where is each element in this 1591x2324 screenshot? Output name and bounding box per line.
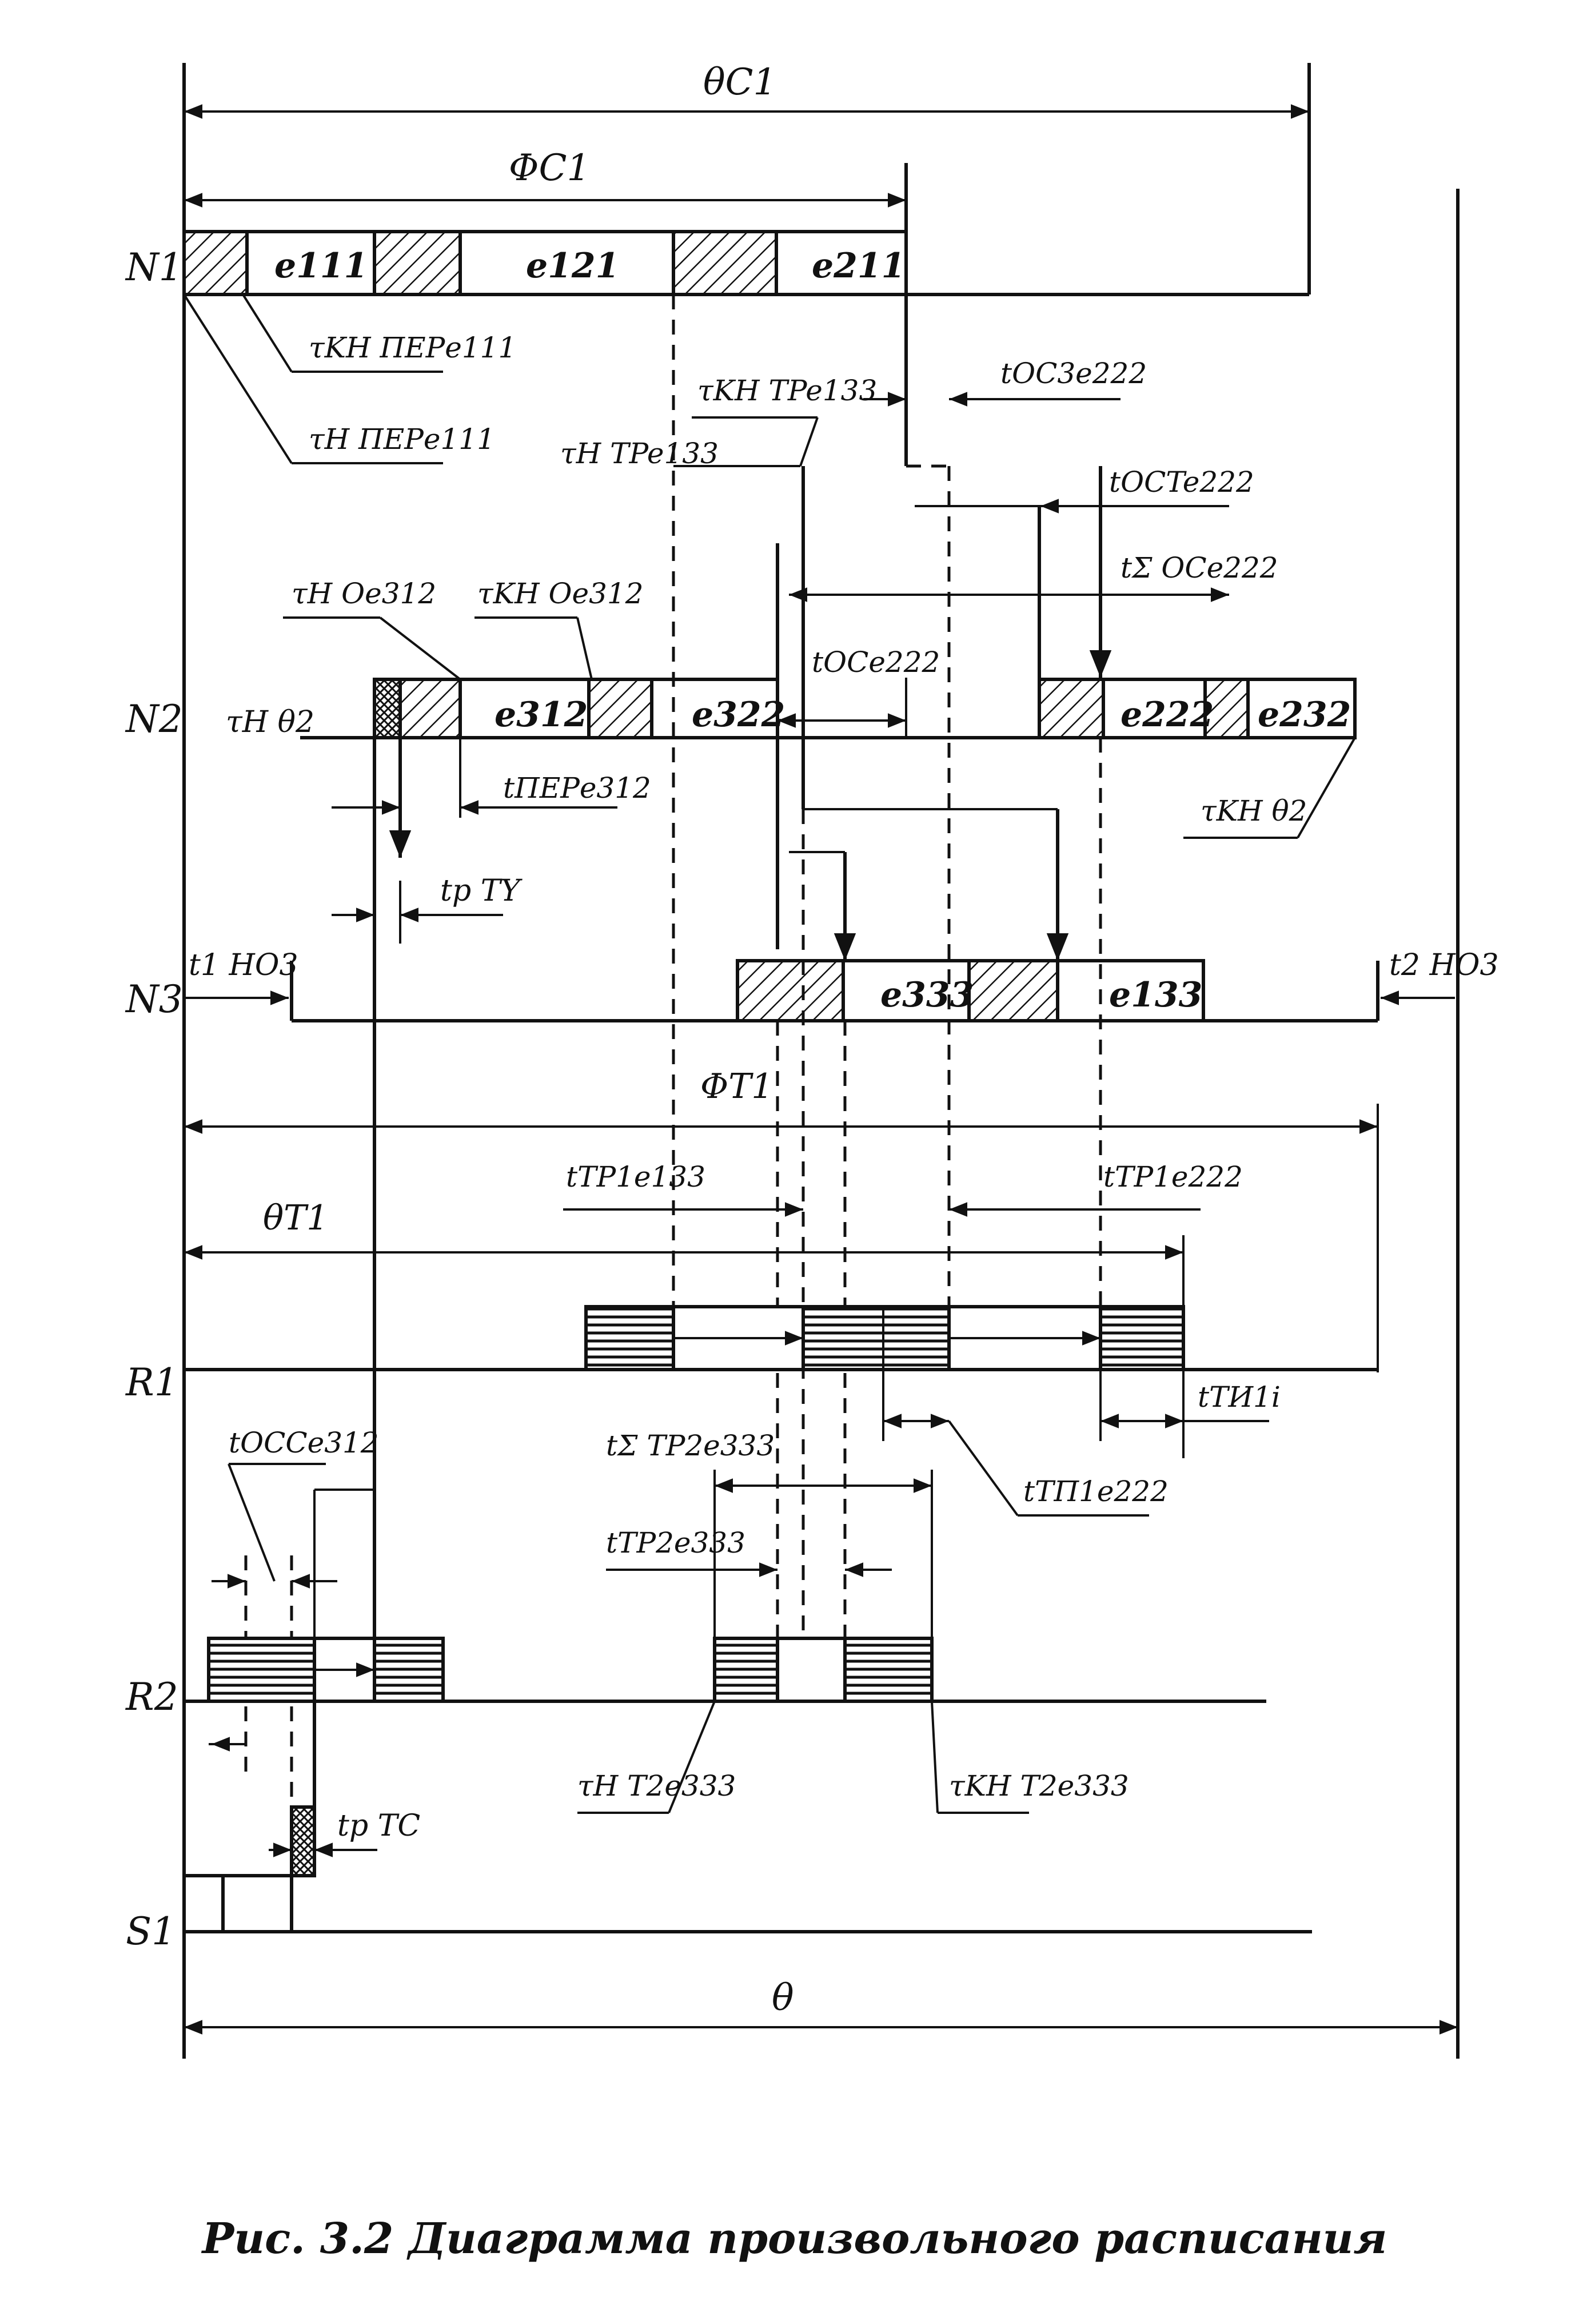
tau-t2-e333-n: τH T2e333 bbox=[577, 1769, 736, 1802]
frame-lines bbox=[182, 63, 1460, 2059]
t-os-sum-e222-label: tΣ OCe222 bbox=[1121, 551, 1278, 584]
tau-per-e111-kn: τKH ПЕРe111 bbox=[309, 331, 516, 364]
task-e333: e333 bbox=[880, 975, 974, 1015]
row-label-n2: N2 bbox=[125, 697, 183, 741]
t-ho3-2: t2 HO3 bbox=[1389, 948, 1499, 982]
n1-hatch-1 bbox=[182, 230, 249, 296]
phi-c1-label: ΦC1 bbox=[509, 147, 590, 189]
phi-c1-dimension: ΦC1 bbox=[184, 147, 906, 208]
task-e121: e121 bbox=[526, 246, 619, 286]
tau-theta2-n: τH θ2 bbox=[226, 705, 314, 739]
row-label-r2: R2 bbox=[125, 1675, 178, 1719]
t-occ-e312: tOCCe312 bbox=[212, 1426, 379, 1807]
r1-busy-2 bbox=[802, 1305, 951, 1371]
r1-busy-3 bbox=[1099, 1305, 1185, 1371]
t-tr2-e333-label: tTP2e333 bbox=[606, 1526, 745, 1559]
tau-tr-e133-kn: τKH TPe133 bbox=[697, 374, 877, 407]
row-n3: N3 e333 e133 t1 HO3 t2 HO3 bbox=[125, 948, 1499, 1022]
t-ty-p-label: tp TY bbox=[440, 874, 523, 908]
tau-theta2-kn: τKH θ2 bbox=[1201, 794, 1307, 827]
n2-hatch-4 bbox=[1203, 678, 1250, 739]
tau-theta2-kn-leader: τKH θ2 bbox=[1183, 737, 1356, 839]
t-os-e222: tOCe222 bbox=[777, 646, 940, 738]
t-osz-e222-label: tOC3e222 bbox=[1000, 357, 1147, 390]
tau-t2-e333-kn: τKH T2e333 bbox=[949, 1769, 1129, 1802]
t-tr1-e222-label: tTP1e222 bbox=[1103, 1160, 1243, 1193]
t-tr2-e333: tΣ TP2e333 tTP2e333 bbox=[606, 1429, 933, 1638]
t-per-e312: tПЕРe312 tp TY bbox=[332, 738, 651, 944]
t-occ-e312-label: tOCCe312 bbox=[229, 1426, 379, 1459]
row-r2: R2 τH T2e333 τKH T2e333 bbox=[125, 1637, 1266, 1814]
task-e232: e232 bbox=[1258, 695, 1351, 735]
t-ho3-1: t1 HO3 bbox=[189, 948, 298, 982]
row-label-n1: N1 bbox=[125, 245, 183, 289]
theta-t1-dimension: θT1 bbox=[184, 1198, 1185, 1307]
n2-cross-1 bbox=[373, 678, 402, 739]
task-e211: e211 bbox=[812, 246, 905, 286]
n2-hatch-3 bbox=[1038, 678, 1105, 739]
tau-o-e312-leaders: τH Oe312 τKH Oe312 bbox=[283, 577, 644, 681]
n2-hatch-2 bbox=[587, 678, 653, 739]
n2-n3-connectors bbox=[776, 466, 1069, 961]
r2-busy-4 bbox=[843, 1637, 934, 1703]
theta-label: θ bbox=[772, 1977, 794, 2019]
row-label-r1: R1 bbox=[125, 1360, 178, 1404]
row-label-s1: S1 bbox=[126, 1909, 176, 1953]
s1-transfer-block bbox=[290, 1805, 316, 1877]
task-e133: e133 bbox=[1109, 975, 1202, 1015]
row-s1: S1 bbox=[126, 1874, 1312, 1953]
t-tr1: tTP1e133 tTP1e222 bbox=[563, 1160, 1243, 1217]
theta-t1-label: θT1 bbox=[263, 1198, 328, 1238]
task-e222: e222 bbox=[1121, 695, 1214, 735]
tau-o-e312-n: τH Oe312 bbox=[292, 577, 436, 610]
figure-caption: Рис. 3.2 Диаграмма произвольного расписа… bbox=[201, 2214, 1387, 2263]
tau-o-e312-kn: τKH Oe312 bbox=[477, 577, 644, 610]
t-ost-e222: tOCTe222 tΣ OCe222 bbox=[789, 465, 1278, 678]
n1-leaders: τKH ПЕРe111 τH ПЕРe111 bbox=[183, 293, 516, 464]
t-ti1i-label: tTИ1i bbox=[1198, 1380, 1281, 1414]
task-e322: e322 bbox=[692, 695, 785, 735]
task-e111: e111 bbox=[274, 246, 368, 286]
tr-e133-leaders: τKH TPe133 τH TPe133 bbox=[560, 374, 877, 470]
tau-per-e111-n: τH ПЕРe111 bbox=[309, 423, 495, 456]
t-tc-p-label: tp TC bbox=[337, 1809, 420, 1843]
r1-busy-1 bbox=[584, 1305, 675, 1371]
r2-busy-2 bbox=[373, 1637, 445, 1703]
t-os-e222-label: tOCe222 bbox=[812, 646, 940, 679]
row-label-n3: N3 bbox=[125, 977, 183, 1021]
theta-dimension: θ bbox=[184, 1977, 1458, 2035]
r2-busy-3 bbox=[713, 1637, 779, 1703]
tau-tr-e133-n: τH TPe133 bbox=[560, 437, 719, 470]
t-tr2-sum-e333-label: tΣ TP2e333 bbox=[606, 1429, 775, 1462]
t-per-e312-label: tПЕРe312 bbox=[503, 771, 651, 805]
n1-hatch-3 bbox=[672, 230, 778, 296]
theta-c1-label: θC1 bbox=[703, 61, 776, 104]
t-osz-e222: tOC3e222 bbox=[863, 357, 1147, 468]
t-ost-e222-label: tOCTe222 bbox=[1109, 465, 1254, 499]
phi-t1-label: ΦT1 bbox=[700, 1067, 773, 1107]
r2-busy-1 bbox=[207, 1637, 316, 1703]
n3-hatch-2 bbox=[967, 959, 1059, 1022]
t-tp1-e222-label: tTП1e222 bbox=[1023, 1475, 1169, 1508]
t-tr1-e133-label: tTP1e133 bbox=[566, 1160, 705, 1193]
n2-hatch-1 bbox=[398, 678, 462, 739]
row-r1: R1 tTИ1i tTП1e222 bbox=[125, 1305, 1378, 1517]
row-n1: N1 e111 e121 e211 bbox=[125, 230, 1309, 296]
row-n2: N2 τH θ2 e312 e322 e222 e232 bbox=[125, 678, 1357, 741]
task-e312: e312 bbox=[495, 695, 588, 735]
n3-hatch-1 bbox=[736, 959, 845, 1022]
phi-t1-dimension: ΦT1 bbox=[184, 1067, 1379, 1372]
n1-hatch-2 bbox=[373, 230, 462, 296]
theta-c1-dimension: θC1 bbox=[184, 61, 1309, 119]
t-tc: tp TC bbox=[269, 1701, 420, 1877]
